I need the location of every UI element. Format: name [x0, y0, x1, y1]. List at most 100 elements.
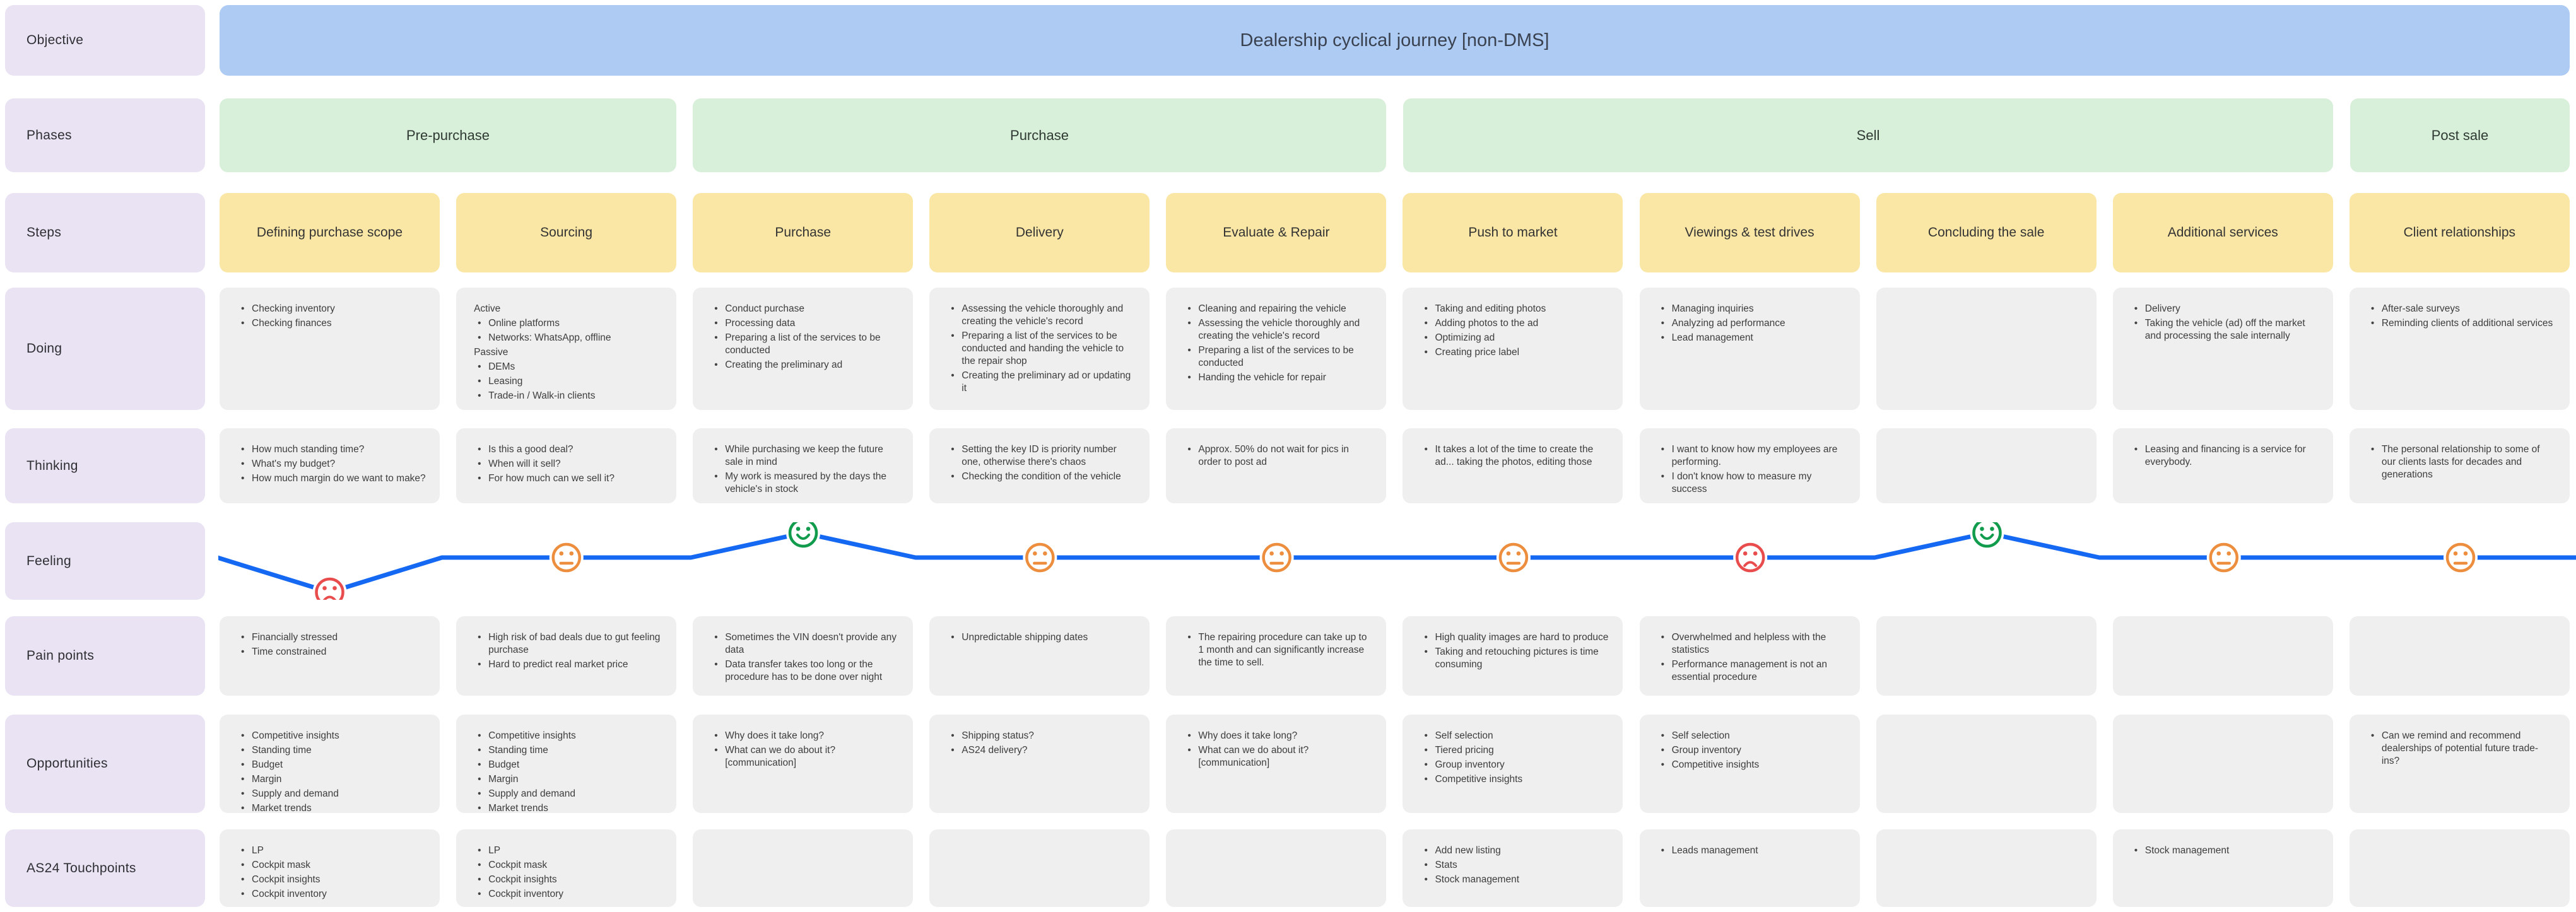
row-label-feeling: Feeling — [5, 522, 205, 600]
thinking-list: Approx. 50% do not wait for pics in orde… — [1184, 443, 1372, 469]
bullet-item: Time constrained — [237, 646, 426, 658]
bullet-item: Data transfer takes too long or the proc… — [710, 658, 899, 684]
step-header: Evaluate & Repair — [1166, 193, 1387, 272]
bullet-item: Self selection — [1420, 730, 1609, 742]
emoji-neutral-icon — [2444, 541, 2478, 575]
bullet-item: Hard to predict real market price — [474, 658, 662, 671]
bullet-item: Adding photos to the ad — [1420, 317, 1609, 330]
pain-list: Sometimes the VIN doesn't provide any da… — [710, 631, 899, 684]
bullet-item: Standing time — [237, 744, 426, 757]
bullet-item: Lead management — [1657, 332, 1846, 344]
step-header: Purchase — [693, 193, 914, 272]
phase-purchase: Purchase — [693, 98, 1386, 172]
bullet-item: Margin — [237, 773, 426, 786]
pain-cell: High quality images are hard to produceT… — [1403, 616, 1623, 696]
bullet-item: Taking and retouching pictures is time c… — [1420, 646, 1609, 671]
bullet-item: Handing the vehicle for repair — [1184, 371, 1372, 384]
thinking-list: The personal relationship to some of our… — [2367, 443, 2556, 481]
bullet-item: Performance management is not an essenti… — [1657, 658, 1846, 684]
bullet-item: Competitive insights — [1420, 773, 1609, 786]
bullet-item: For how much can we sell it? — [474, 472, 662, 485]
bullet-item: Stock management — [2131, 845, 2319, 857]
doing-list: After-sale surveysReminding clients of a… — [2367, 303, 2556, 330]
objective-title: Dealership cyclical journey [non-DMS] — [220, 5, 2570, 76]
pain-list: Overwhelmed and helpless with the statis… — [1657, 631, 1846, 684]
as24-list: LPCockpit maskCockpit insightsCockpit in… — [474, 845, 662, 901]
bullet-item: Unpredictable shipping dates — [947, 631, 1136, 644]
bullet-item: Overwhelmed and helpless with the statis… — [1657, 631, 1846, 657]
bullet-item: Taking and editing photos — [1420, 303, 1609, 315]
as24-list: LPCockpit maskCockpit insightsCockpit in… — [237, 845, 426, 901]
bullet-item: Networks: WhatsApp, offline — [474, 332, 662, 344]
bullet-item: Competitive insights — [1657, 759, 1846, 771]
doing-list: Conduct purchaseProcessing dataPreparing… — [710, 303, 899, 371]
bullet-item: What can we do about it? [communication] — [1184, 744, 1372, 769]
bullet-item: Market trends — [237, 802, 426, 813]
bullet-item: Sometimes the VIN doesn't provide any da… — [710, 631, 899, 657]
bullet-item: Assessing the vehicle thoroughly and cre… — [947, 303, 1136, 328]
bullet-item: Self selection — [1657, 730, 1846, 742]
row-label-phases: Phases — [5, 98, 205, 172]
bullet-item: How much margin do we want to make? — [237, 472, 426, 485]
bullet-item: Market trends — [474, 802, 662, 813]
bullet-item: Managing inquiries — [1657, 303, 1846, 315]
as24-cell: LPCockpit maskCockpit insightsCockpit in… — [220, 829, 440, 907]
row-label-steps: Steps — [5, 193, 205, 272]
emoji-happy-icon — [786, 522, 821, 550]
bullet-item: Active — [474, 303, 501, 314]
bullet-item: Analyzing ad performance — [1657, 317, 1846, 330]
bullet-item: I don't know how to measure my success — [1657, 471, 1846, 496]
doing-row: Checking inventoryChecking finances Acti… — [220, 288, 2576, 410]
thinking-list: I want to know how my employees are perf… — [1657, 443, 1846, 496]
feeling-chart — [218, 522, 2576, 600]
bullet-item: Stock management — [1420, 874, 1609, 886]
bullet-item: Online platforms — [474, 317, 662, 330]
thinking-list: How much standing time?What's my budget?… — [237, 443, 426, 485]
bullet-item: Supply and demand — [474, 788, 662, 800]
step-header: Additional services — [2112, 193, 2333, 272]
as24-cell: Leads management — [1639, 829, 1860, 907]
emoji-neutral-icon — [1496, 541, 1531, 575]
bullet-item: When will it sell? — [474, 458, 662, 471]
bullet-item: Supply and demand — [237, 788, 426, 800]
opportunities-row: Competitive insightsStanding timeBudgetM… — [220, 715, 2576, 813]
opportunity-cell: Competitive insightsStanding timeBudgetM… — [220, 715, 440, 813]
pain-cell — [2112, 616, 2333, 696]
opportunity-cell: Self selectionGroup inventoryCompetitive… — [1639, 715, 1860, 813]
step-header: Sourcing — [456, 193, 677, 272]
thinking-list: Leasing and financing is a service for e… — [2131, 443, 2319, 469]
bullet-item: LP — [474, 845, 662, 857]
bullet-item: Margin — [474, 773, 662, 786]
thinking-row: How much standing time?What's my budget?… — [220, 428, 2576, 503]
as24-row: LPCockpit maskCockpit insightsCockpit in… — [220, 829, 2576, 907]
step-header: Client relationships — [2349, 193, 2570, 272]
opportunity-list: Self selectionGroup inventoryCompetitive… — [1657, 730, 1846, 771]
bullet-item: Competitive insights — [237, 730, 426, 742]
opportunity-list: Why does it take long?What can we do abo… — [710, 730, 899, 769]
step-header: Viewings & test drives — [1639, 193, 1860, 272]
row-label-as24: AS24 Touchpoints — [5, 829, 205, 907]
bullet-item: Group inventory — [1657, 744, 1846, 757]
as24-cell — [929, 829, 1150, 907]
doing-cell: Taking and editing photosAdding photos t… — [1403, 288, 1623, 410]
pain-cell: Sometimes the VIN doesn't provide any da… — [693, 616, 914, 696]
thinking-cell: While purchasing we keep the future sale… — [693, 428, 914, 503]
as24-cell: Stock management — [2112, 829, 2333, 907]
bullet-item: High risk of bad deals due to gut feelin… — [474, 631, 662, 657]
bullet-item: Optimizing ad — [1420, 332, 1609, 344]
bullet-item: Creating the preliminary ad — [710, 359, 899, 371]
bullet-item: It takes a lot of the time to create the… — [1420, 443, 1609, 469]
row-label-pain-points: Pain points — [5, 616, 205, 696]
bullet-item: Budget — [474, 759, 662, 771]
thinking-list: It takes a lot of the time to create the… — [1420, 443, 1609, 469]
bullet-item: Preparing a list of the services to be c… — [710, 332, 899, 357]
thinking-cell: How much standing time?What's my budget?… — [220, 428, 440, 503]
bullet-item: Processing data — [710, 317, 899, 330]
doing-cell — [1876, 288, 2097, 410]
emoji-neutral-icon — [1023, 541, 1057, 575]
bullet-item: Setting the key ID is priority number on… — [947, 443, 1136, 469]
bullet-item: After-sale surveys — [2367, 303, 2556, 315]
bullet-item: Standing time — [474, 744, 662, 757]
bullet-item: Trade-in / Walk-in clients — [474, 390, 662, 402]
pain-cell: Unpredictable shipping dates — [929, 616, 1150, 696]
